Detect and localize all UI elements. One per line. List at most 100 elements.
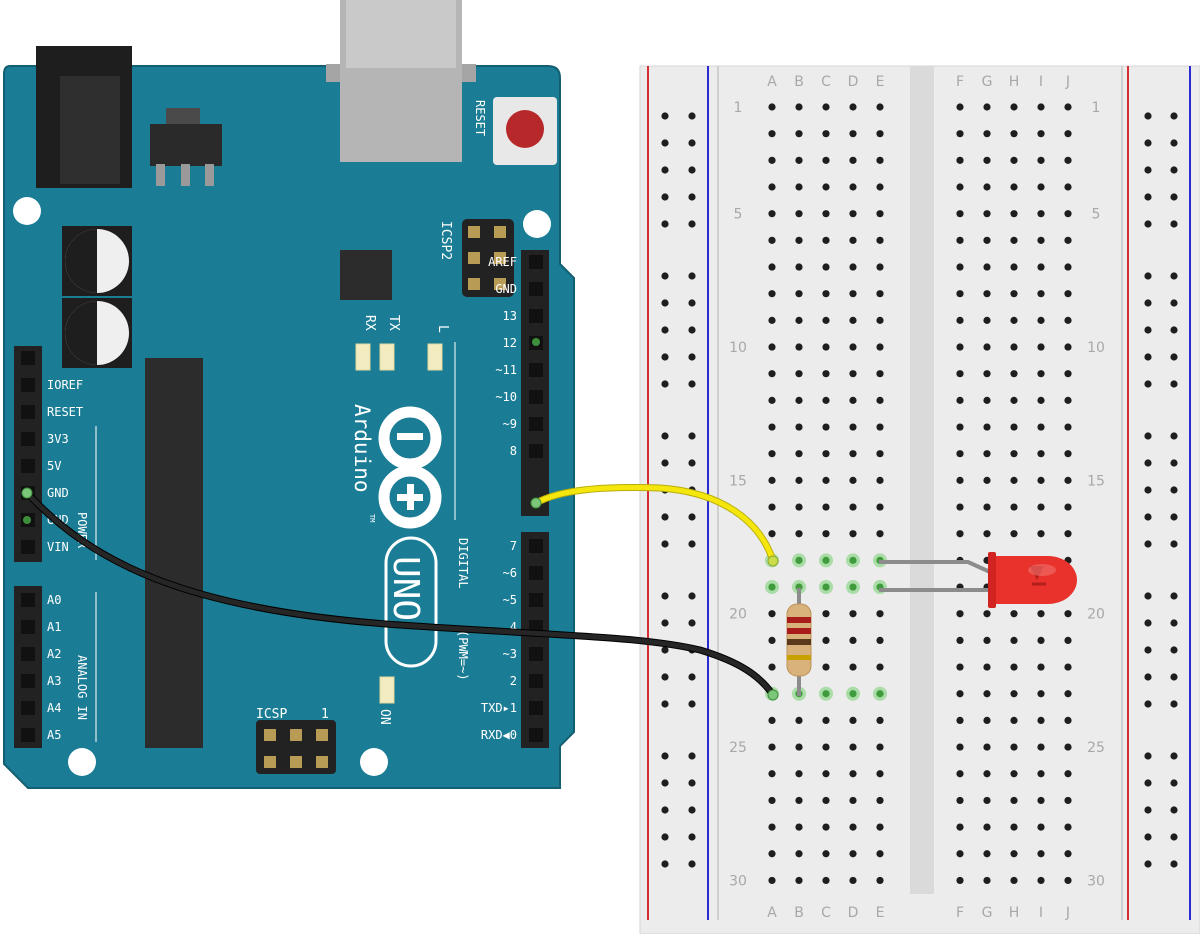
rail-hole <box>688 432 696 440</box>
breadboard-hole <box>956 103 964 111</box>
rail-hole <box>688 806 696 814</box>
breadboard-hole <box>983 476 991 484</box>
row-number-right: 5 <box>1092 207 1101 223</box>
breadboard-hole <box>768 663 776 671</box>
breadboard-hole <box>956 530 964 538</box>
breadboard-hole <box>1064 823 1072 831</box>
column-label-bottom: C <box>821 905 831 921</box>
breadboard-hole <box>795 556 803 564</box>
breadboard-hole <box>849 423 857 431</box>
rail-hole <box>661 193 669 201</box>
breadboard-hole <box>1010 130 1018 138</box>
power-on-led <box>379 676 395 704</box>
icsp2-pin <box>468 278 480 290</box>
rail-hole <box>688 833 696 841</box>
breadboard-hole <box>983 530 991 538</box>
breadboard-hole <box>822 396 830 404</box>
power-pin-label: 3V3 <box>47 432 69 446</box>
rail-hole <box>1144 752 1152 760</box>
mounting-hole <box>523 210 551 238</box>
rail-hole <box>1144 592 1152 600</box>
rail-hole <box>661 646 669 654</box>
breadboard-hole <box>822 343 830 351</box>
capacitor <box>62 298 132 368</box>
row-number-right: 1 <box>1092 100 1101 116</box>
header-pin <box>529 728 543 742</box>
breadboard-hole <box>956 236 964 244</box>
breadboard-hole <box>768 823 776 831</box>
breadboard-hole <box>795 156 803 164</box>
breadboard-hole <box>1037 290 1045 298</box>
icsp-pin <box>290 756 302 768</box>
breadboard-hole <box>983 663 991 671</box>
rail-hole <box>1144 299 1152 307</box>
column-label-bottom: E <box>876 905 885 921</box>
header-pin <box>529 701 543 715</box>
breadboard-hole <box>795 823 803 831</box>
row-number-right: 25 <box>1087 740 1105 756</box>
breadboard-hole <box>822 370 830 378</box>
breadboard-hole <box>1010 236 1018 244</box>
breadboard-hole <box>1037 370 1045 378</box>
breadboard-hole <box>1010 716 1018 725</box>
rail-hole <box>688 139 696 147</box>
column-label-top: F <box>956 74 964 90</box>
header-pin <box>21 593 35 607</box>
rail-hole <box>1170 486 1178 494</box>
rx-led <box>355 343 371 371</box>
breadboard-hole <box>956 796 964 805</box>
power-pin-label: 5V <box>47 459 61 473</box>
rail-hole <box>1170 700 1178 708</box>
breadboard-hole <box>849 370 857 378</box>
breadboard-hole <box>983 290 991 298</box>
breadboard-hole <box>768 876 776 885</box>
breadboard-hole <box>768 423 776 431</box>
breadboard-hole <box>956 183 964 191</box>
digital-pin-label: RXD◀0 <box>481 728 517 742</box>
breadboard-hole <box>849 476 857 484</box>
breadboard-hole <box>876 690 884 698</box>
breadboard-hole <box>1064 530 1072 538</box>
breadboard-hole <box>876 396 884 404</box>
column-label-top: G <box>982 74 993 90</box>
regulator-leg <box>205 164 214 186</box>
breadboard-hole <box>1037 183 1045 191</box>
digital-pin-label: 7 <box>510 539 517 553</box>
breadboard-hole <box>849 556 857 564</box>
rail-hole <box>1170 299 1178 307</box>
breadboard-hole <box>876 343 884 351</box>
breadboard-hole <box>768 316 776 324</box>
rail-hole <box>1144 326 1152 334</box>
rx-led-label: RX <box>362 315 377 331</box>
breadboard-hole <box>1037 876 1045 885</box>
mounting-hole <box>13 197 41 225</box>
mounting-hole <box>360 748 388 776</box>
breadboard-hole <box>822 770 830 778</box>
breadboard-hole <box>822 183 830 191</box>
digital-pin-label: ~6 <box>503 566 517 580</box>
column-label-bottom: A <box>767 905 777 921</box>
breadboard-hole <box>1064 796 1072 805</box>
breadboard-hole <box>822 263 830 271</box>
rail-hole <box>661 673 669 681</box>
breadboard-hole <box>849 530 857 538</box>
breadboard-hole <box>1010 503 1018 511</box>
breadboard-hole <box>876 636 884 645</box>
analog-pin-label: A3 <box>47 674 61 688</box>
arduino-infinity-logo <box>378 406 442 529</box>
breadboard-hole <box>1010 850 1018 858</box>
icsp2-pin <box>468 226 480 238</box>
digital-pin-label: 13 <box>503 309 517 323</box>
breadboard-hole <box>983 716 991 725</box>
icsp2-label: ICSP2 <box>438 221 453 260</box>
digital-header-bottom <box>521 532 549 748</box>
header-pin <box>529 566 543 580</box>
rail-hole <box>1170 752 1178 760</box>
breadboard-hole <box>876 236 884 244</box>
breadboard-hole <box>822 610 830 618</box>
rail-hole <box>688 166 696 174</box>
breadboard-hole <box>876 476 884 484</box>
tx-led <box>379 343 395 371</box>
digital-pin-label: ~11 <box>495 363 517 377</box>
